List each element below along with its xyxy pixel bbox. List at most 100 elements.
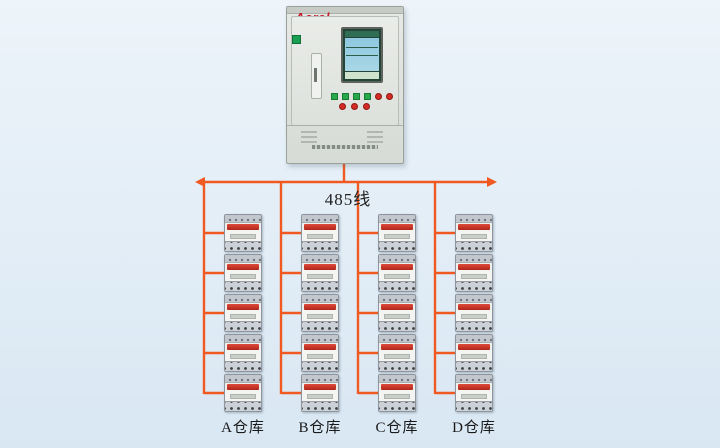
meter-top-terminals [225,295,261,303]
meter-top-terminals [225,375,261,383]
din-rail-energy-meter-device [224,254,262,292]
meter-top-terminals [302,255,338,263]
red-button-icon [363,103,370,110]
din-rail-energy-meter-device [301,374,339,412]
screen-trace-line [346,47,378,48]
meter-display-area [379,390,415,401]
meter-brand-strip [458,344,490,350]
meter-brand-strip [304,344,336,350]
green-button-icon [364,93,371,100]
green-button-icon [342,93,349,100]
meter-brand-strip [304,224,336,230]
din-rail-energy-meter-device [455,334,493,372]
monitoring-cabinet: Acrel [286,6,404,164]
red-button-icon [386,93,393,100]
meter-top-terminals [302,375,338,383]
meter-display-area [225,270,261,281]
meter-bottom-terminals [302,361,338,371]
din-rail-energy-meter-device [455,254,493,292]
red-button-icon [375,93,382,100]
din-rail-energy-meter-device [224,374,262,412]
cabinet-door-seam [287,125,403,126]
meter-bottom-terminals [302,281,338,291]
meter-top-terminals [302,295,338,303]
din-rail-energy-meter-device [301,334,339,372]
meter-bottom-terminals [379,281,415,291]
din-rail-energy-meter-device [378,214,416,252]
function-buttons-row [331,93,393,100]
door-handle [314,68,317,82]
meter-brand-strip [381,384,413,390]
warehouse-label-d: D仓库 [452,420,496,436]
meter-display-area [456,350,492,361]
meter-top-terminals [456,295,492,303]
din-rail-energy-meter-device [224,294,262,332]
bus-stubs-c [358,231,382,395]
screen-status-bar [345,72,379,79]
meter-top-terminals [379,375,415,383]
bus-lines [202,160,489,395]
meter-display-area [225,390,261,401]
meter-display-area [225,230,261,241]
meter-brand-strip [381,304,413,310]
meter-display-area [379,310,415,321]
meter-brand-strip [227,304,259,310]
meter-brand-strip [381,344,413,350]
bus-label-485: 485线 [324,190,372,209]
device-column-a [224,214,262,412]
meter-brand-strip [381,224,413,230]
meter-bottom-terminals [379,321,415,331]
vent-slots-left [301,131,317,143]
warehouse-label-b: B仓库 [298,420,342,436]
meter-display-area [302,230,338,241]
din-rail-energy-meter-device [455,214,493,252]
meter-brand-strip [227,224,259,230]
meter-top-terminals [302,215,338,223]
meter-top-terminals [379,295,415,303]
bus-stubs-a [204,231,228,395]
screen-chart-area [345,38,379,71]
meter-display-area [456,230,492,241]
meter-top-terminals [379,335,415,343]
din-rail-energy-meter-device [224,334,262,372]
red-button-icon [339,103,346,110]
warehouse-label-c: C仓库 [375,420,419,436]
meter-display-area [302,270,338,281]
din-rail-energy-meter-device [301,214,339,252]
bus-stubs-d [435,231,459,395]
green-button-icon [353,93,360,100]
din-rail-energy-meter-device [455,294,493,332]
meter-brand-strip [304,384,336,390]
meter-bottom-terminals [225,241,261,251]
meter-top-terminals [456,255,492,263]
door-handle-slot [311,53,322,99]
meter-top-terminals [225,335,261,343]
device-column-d [455,214,493,412]
meter-display-area [225,310,261,321]
din-rail-energy-meter-device [378,374,416,412]
meter-bottom-terminals [379,361,415,371]
cabinet-top-strip [287,7,403,14]
warehouse-label-a: A仓库 [221,420,265,436]
meter-bottom-terminals [456,321,492,331]
meter-brand-strip [458,384,490,390]
meter-bottom-terminals [379,401,415,411]
meter-top-terminals [456,375,492,383]
meter-bottom-terminals [456,401,492,411]
meter-top-terminals [302,335,338,343]
screen-header [345,31,379,37]
meter-display-area [302,390,338,401]
meter-brand-strip [458,224,490,230]
meter-bottom-terminals [225,361,261,371]
meter-bottom-terminals [302,321,338,331]
meter-display-area [456,270,492,281]
meter-top-terminals [456,215,492,223]
meter-brand-strip [227,344,259,350]
meter-bottom-terminals [302,401,338,411]
lcd-touchscreen [341,27,383,83]
meter-bottom-terminals [456,281,492,291]
meter-top-terminals [456,335,492,343]
meter-brand-strip [458,264,490,270]
